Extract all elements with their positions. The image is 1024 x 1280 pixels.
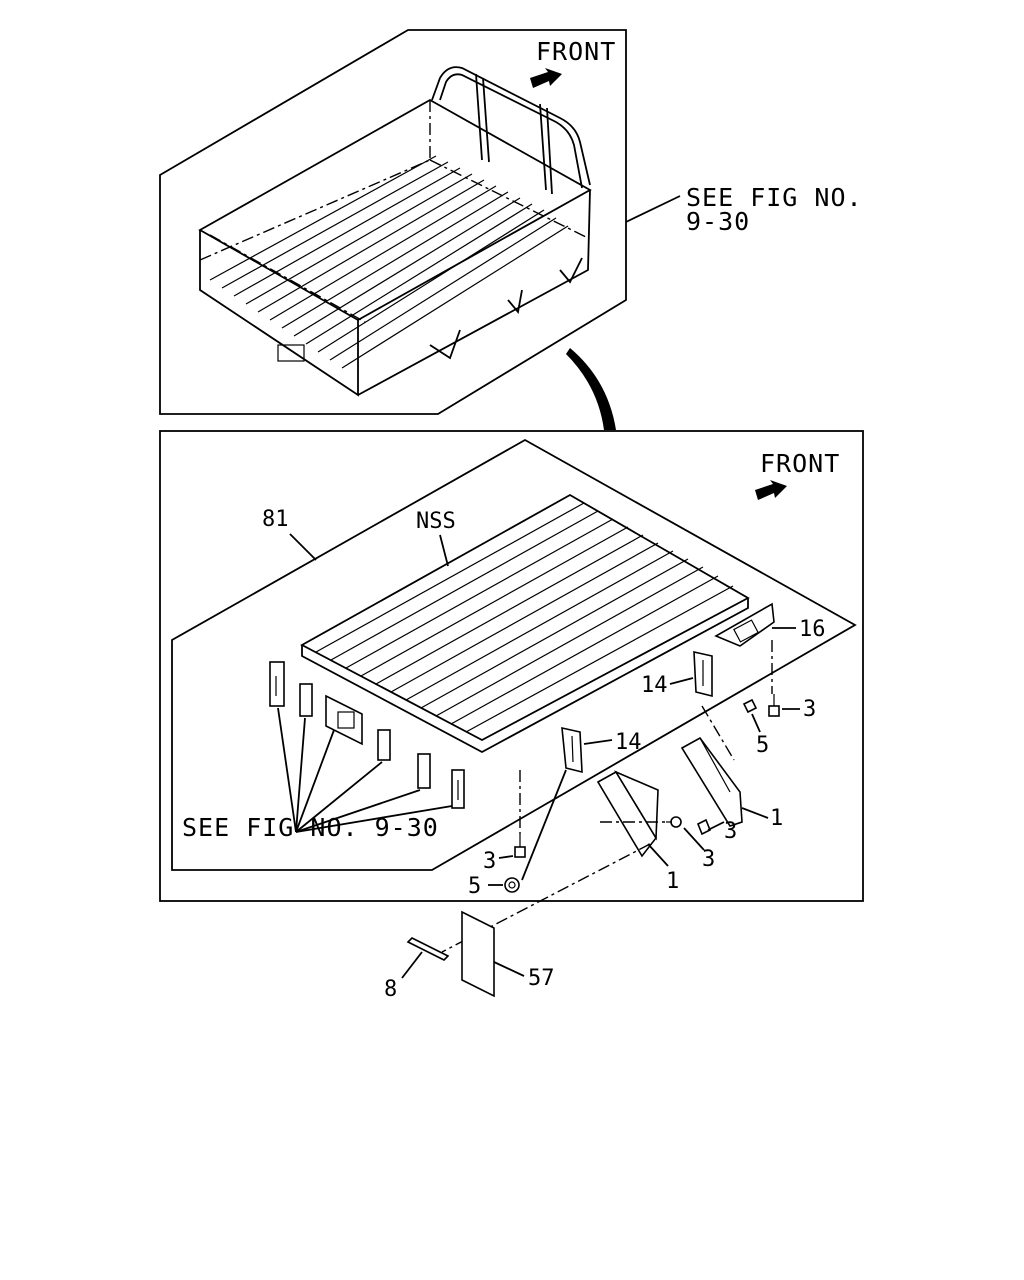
main-front-arrow-icon (755, 480, 787, 500)
callout-3-d: 3 (483, 849, 496, 874)
bottom-parts: 57 8 (384, 843, 651, 1002)
top-see-fig-line1: SEE FIG NO. (686, 183, 863, 212)
callout-1-b: 1 (666, 869, 679, 894)
callout-14-left: 14 (615, 730, 642, 755)
callout-3-a: 3 (803, 697, 816, 722)
part-1-mudguard-left (596, 770, 659, 858)
top-panel: FRONT (159, 29, 863, 415)
part-5-nut-left (504, 877, 520, 893)
part-14-right (693, 650, 713, 698)
detail-connector-arrow-icon (566, 348, 616, 430)
deck-floor-assembly (300, 493, 750, 754)
truck-deck (198, 98, 592, 397)
callout-3-c: 3 (702, 847, 715, 872)
main-panel: FRONT 81 NSS (159, 430, 864, 902)
main-panel-frame (159, 430, 864, 902)
small-brackets-group (269, 661, 465, 809)
cab-guard (431, 66, 591, 195)
callout-3-b: 3 (724, 819, 737, 844)
callout-81: 81 (262, 507, 289, 532)
callout-8: 8 (384, 977, 397, 1002)
part-3-bolt-mid-right (696, 818, 712, 836)
part-14-left (561, 726, 583, 774)
callout-5-b: 5 (468, 874, 481, 899)
top-see-fig-line2: 9-30 (686, 207, 750, 236)
callout-14-right: 14 (641, 673, 668, 698)
part-3-bolt-center (666, 816, 682, 828)
front-arrow-icon (530, 68, 562, 88)
deck-floor-boards (315, 502, 734, 733)
main-front-label: FRONT (760, 449, 840, 478)
part-1-bracket-right (680, 736, 743, 827)
part-16-bracket (714, 602, 775, 647)
floor-boards (209, 155, 569, 369)
top-front-label: FRONT (536, 37, 616, 66)
part-57-plate (461, 910, 495, 998)
see-fig-leaders (277, 707, 453, 833)
part-5-nut-right (742, 698, 758, 714)
callout-16: 16 (799, 617, 826, 642)
callout-1-a: 1 (770, 806, 783, 831)
part-3-bolt-right (768, 694, 780, 717)
assembly-boundary (171, 438, 857, 871)
callout-57: 57 (528, 966, 555, 991)
top-panel-frame (159, 29, 627, 415)
nss-label: NSS (416, 509, 456, 534)
underside-bracket (277, 344, 305, 362)
main-see-fig-label: SEE FIG NO. 9-30 (182, 813, 439, 842)
callout-5-a: 5 (756, 733, 769, 758)
part-8-strip (406, 937, 450, 961)
part-3-bolt-left (514, 834, 526, 858)
